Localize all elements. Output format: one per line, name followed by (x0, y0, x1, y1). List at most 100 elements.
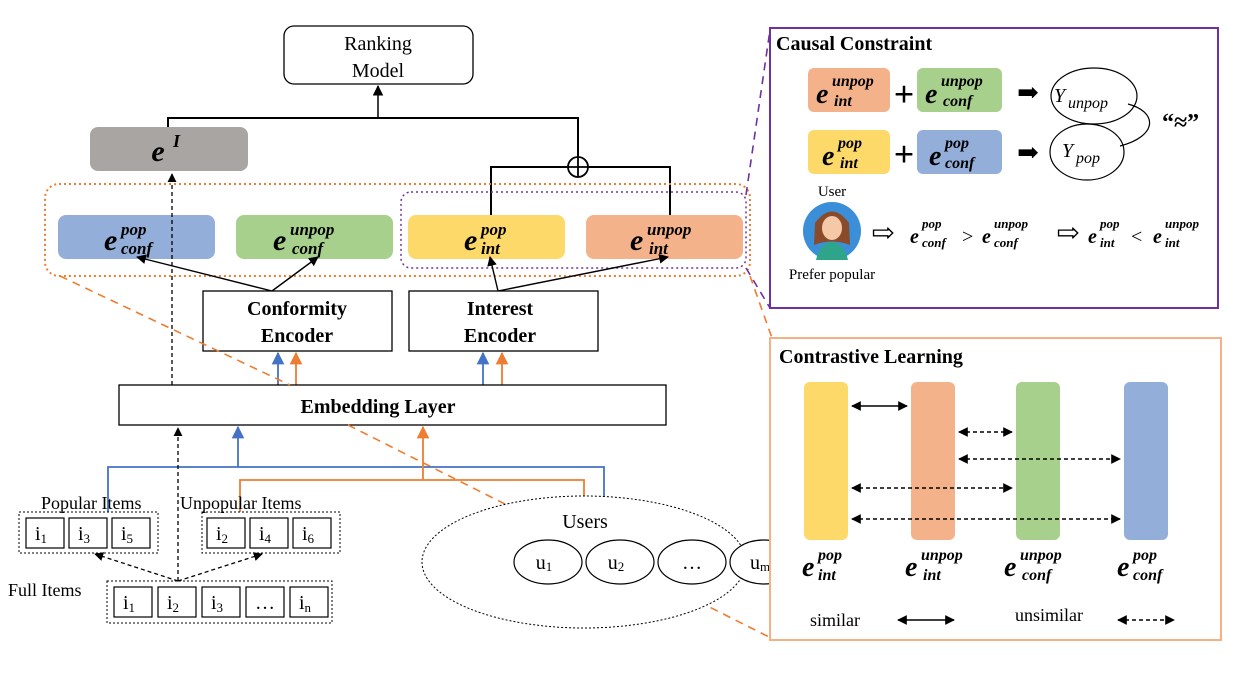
causal-arrow-1: ➡ (1017, 78, 1039, 107)
conformity-encoder-box: Conformity Encoder (202, 290, 393, 352)
e-int-unpop-box: e unpop int (586, 215, 743, 259)
users-label: Users (562, 511, 608, 533)
causal-plus-2: + (894, 134, 915, 174)
full-to-popular-dashed-arrow (94, 552, 179, 582)
ineq-conf-pop-base: e (910, 226, 919, 248)
causal-int-unpop-sub: int (834, 93, 852, 110)
causal-arrow-2: ➡ (1017, 138, 1039, 167)
ineq-int-unpop-sup: unpop (1165, 216, 1199, 231)
full-items-frame (106, 580, 333, 624)
int-enc-to-unpop-arrow (497, 253, 669, 292)
cl-int-unpop-sup: unpop (921, 547, 963, 564)
int-enc-to-pop-arrow (487, 256, 499, 292)
zoom-line-left-top (59, 275, 291, 386)
zoom-line-right (749, 275, 773, 339)
ineq-gt: > (962, 226, 973, 248)
y-unpop-base: Y (1054, 85, 1067, 107)
y-unpop-sub: unpop (1068, 95, 1108, 112)
causal-row-pop: e pop int + e pop conf ➡ Y pop (808, 123, 1125, 181)
causal-conf-unpop-sup: unpop (941, 73, 983, 90)
e-int-pop-sub: int (481, 239, 501, 258)
causal-int-pop-sup: pop (836, 135, 862, 152)
hollow-arrow-2: ⇨ (1056, 218, 1079, 249)
conf-enc-to-unpop-arrow (271, 256, 319, 292)
popular-item-cell (68, 517, 108, 549)
full-to-unpopular-dashed-arrow (177, 552, 263, 582)
unpopular-items-label: Unpopular Items (180, 493, 301, 513)
causal-conf-pop-base: e (929, 141, 941, 172)
causal-conf-unpop-sub: conf (943, 93, 974, 110)
causal-conf-pop-sup: pop (943, 135, 969, 152)
cl-int-pop-sup: pop (816, 547, 842, 564)
ineq-int-pop-sup: pop (1099, 216, 1120, 231)
zoom-line-purple-bottom (745, 267, 771, 309)
user-label: User (818, 184, 846, 200)
interest-group-frame (400, 191, 747, 269)
embedding-layer-label: Embedding Layer (300, 396, 455, 418)
cl-labels: e pop int e unpop int e unpop conf e pop… (802, 547, 1164, 584)
cl-conf-unpop-sub: conf (1022, 567, 1053, 584)
y-pop-base: Y (1062, 140, 1075, 162)
approx-connector (1119, 103, 1151, 147)
contrastive-title: Contrastive Learning (779, 346, 963, 368)
cl-int-unpop-base: e (905, 552, 917, 583)
ineq-conf-unpop-base: e (982, 226, 991, 248)
cl-conf-unpop-base: e (1004, 552, 1016, 583)
ineq-conf-pop-sub: conf (922, 235, 948, 250)
orange-routing-line (239, 479, 585, 512)
cl-conf-pop-sub: conf (1133, 567, 1164, 584)
popular-item-cell (25, 517, 65, 549)
user-ellipse (657, 539, 727, 585)
int-pop-to-plus (490, 166, 568, 218)
y-pop-sub: pop (1075, 150, 1100, 167)
full-item-cell (289, 586, 329, 618)
e-conf-unpop-box: e unpop conf (236, 215, 393, 259)
causal-conf-unpop-base: e (925, 79, 937, 110)
unpopular-items-frame (201, 511, 341, 554)
interest-encoder-line1: Interest (467, 298, 534, 320)
full-item-cell (245, 586, 285, 618)
cl-conf-pop-sup: pop (1131, 547, 1157, 564)
e-conf-pop-sub: conf (121, 239, 155, 258)
unpopular-item-cell (249, 517, 289, 549)
causal-int-unpop-box (808, 68, 890, 112)
cl-conf-unpop-bar (1016, 382, 1060, 540)
concat-line (167, 117, 579, 157)
user-label-cell: … (682, 552, 702, 574)
e-int-unpop-sub: int (649, 239, 669, 258)
ranking-model-box: Ranking Model (283, 25, 474, 85)
ranking-model-line1: Ranking (344, 33, 412, 55)
embedding-group-frame (44, 183, 751, 277)
full-item-cell (157, 586, 197, 618)
causal-int-pop-box (808, 130, 890, 174)
e-int-unpop-base: e (630, 224, 643, 257)
blue-routing-line (107, 466, 605, 512)
full-item-cell (113, 586, 153, 618)
conf-enc-to-pop-arrow (136, 254, 273, 292)
ranking-model-line2: Model (352, 60, 405, 82)
cl-int-pop-sub: int (818, 567, 836, 584)
causal-conf-pop-box (917, 130, 1002, 174)
causal-conf-unpop-box (917, 68, 1002, 112)
approx-label: “≈” (1162, 110, 1199, 136)
conformity-encoder-line1: Conformity (247, 298, 347, 320)
interest-encoder-box: Interest Encoder (408, 290, 599, 352)
causal-int-unpop-base: e (816, 79, 828, 110)
causal-plus-1: + (894, 74, 915, 114)
zoom-line-purple-top (745, 29, 771, 196)
ineq-int: e pop int < e unpop int (1088, 216, 1199, 250)
e-I-box: e I (90, 127, 248, 171)
unpopular-item-cell (206, 517, 246, 549)
e-conf-pop-base: e (104, 224, 117, 257)
embedding-layer-box: Embedding Layer (118, 384, 667, 426)
ineq-conf: e pop conf > e unpop conf (910, 216, 1028, 250)
e-conf-pop-sup: pop (119, 220, 147, 239)
ineq-lt: < (1131, 226, 1142, 248)
causal-int-unpop-sup: unpop (832, 73, 874, 90)
full-item-cell (201, 586, 241, 618)
popular-item-cell (111, 517, 151, 549)
